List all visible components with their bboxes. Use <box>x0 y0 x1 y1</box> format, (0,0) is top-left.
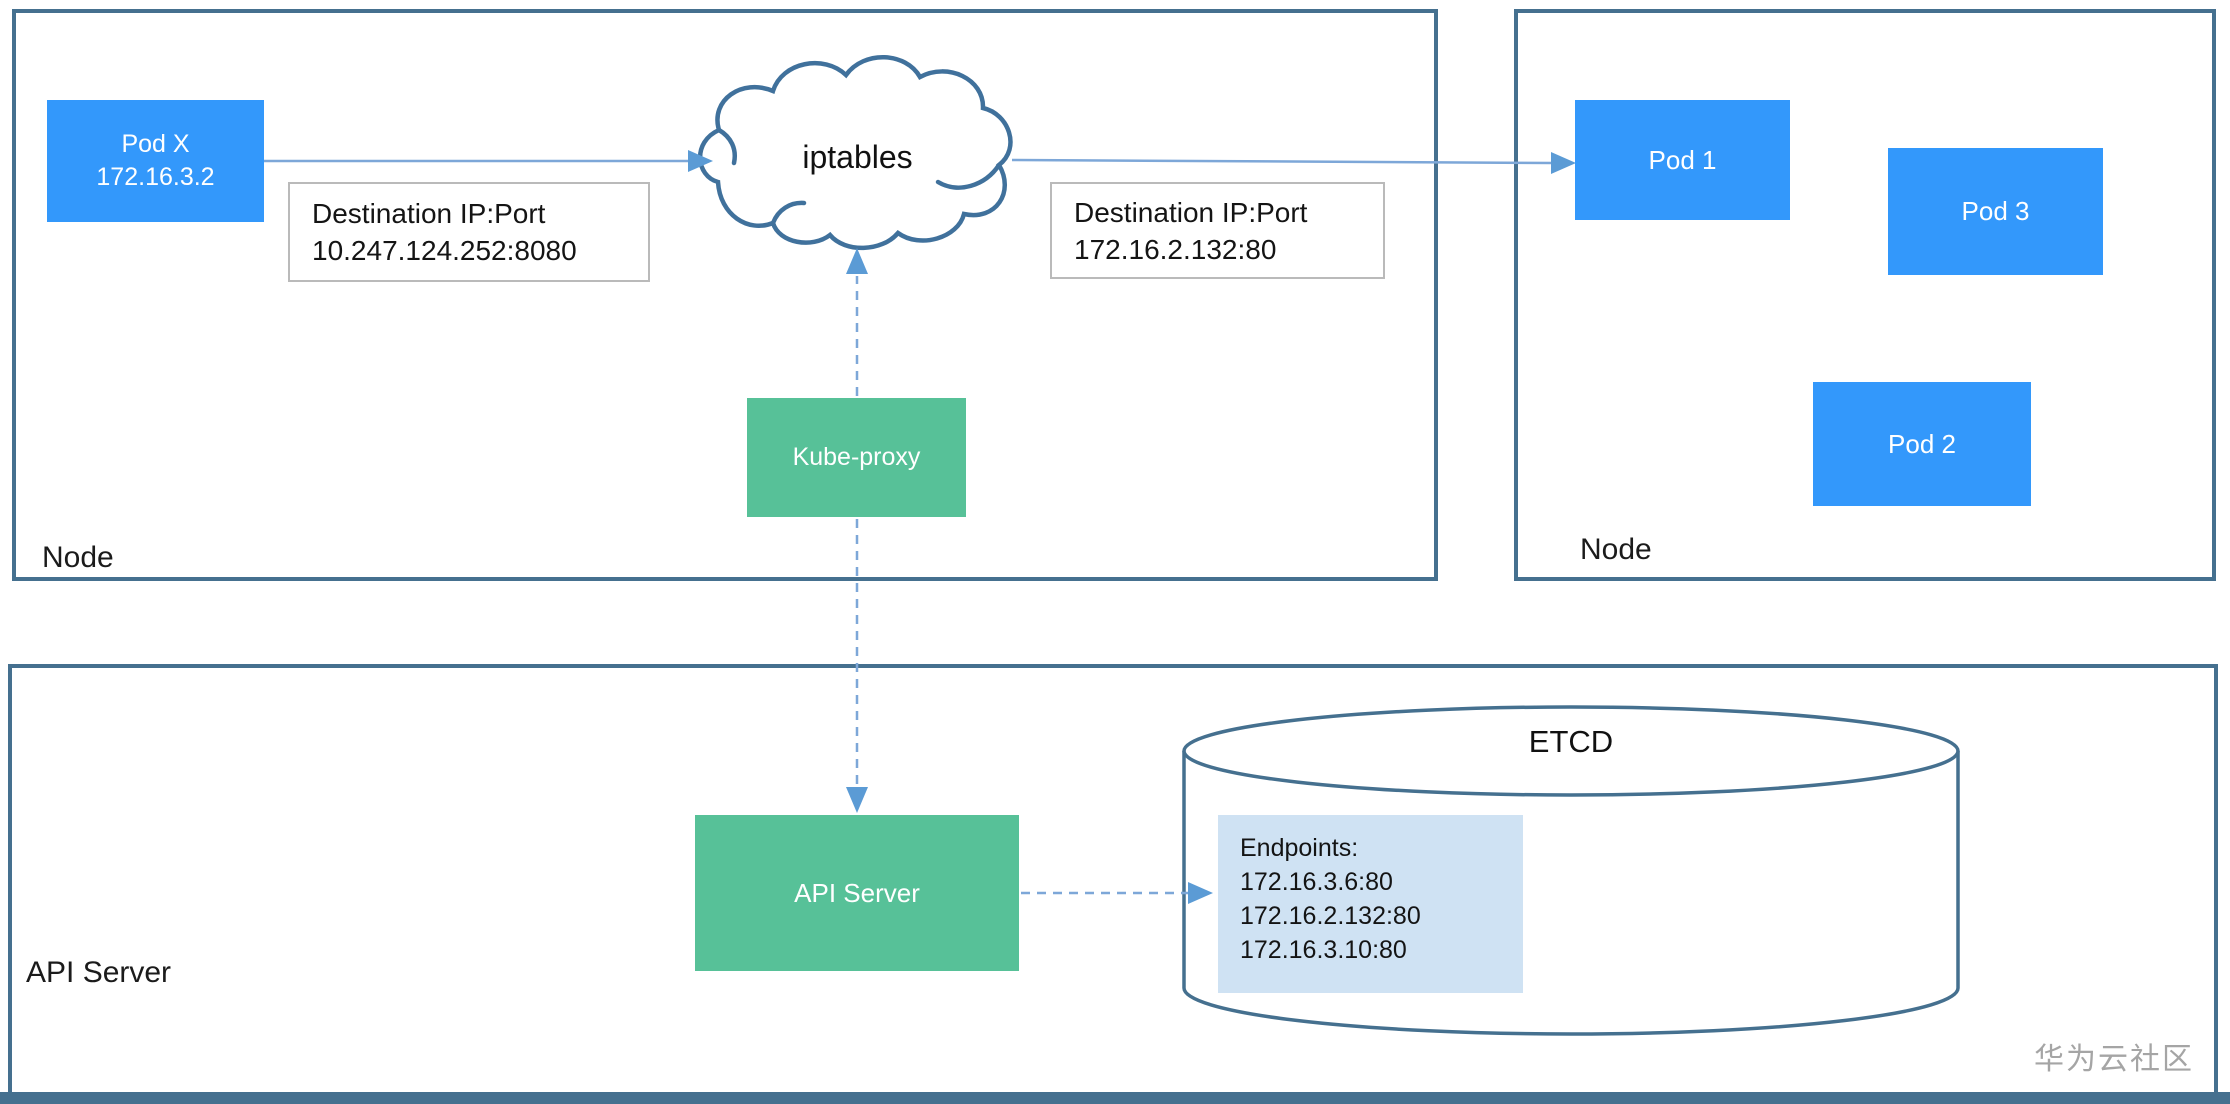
bottom-border-bar <box>0 1092 2230 1104</box>
endpoints-box: Endpoints: 172.16.3.6:80 172.16.2.132:80… <box>1218 815 1523 993</box>
pod-2-box: Pod 2 <box>1813 382 2031 506</box>
pod-x-name: Pod X <box>121 130 190 158</box>
kube-proxy-box: Kube-proxy <box>747 398 966 517</box>
iptables-label: iptables <box>802 139 913 175</box>
endpoint-item: 172.16.3.10:80 <box>1240 936 1407 964</box>
etcd-title: ETCD <box>1528 724 1614 759</box>
watermark-text: 华为云社区 <box>2034 1043 2194 1076</box>
pod-x-ip: 172.16.3.2 <box>96 163 215 191</box>
pod-3-box: Pod 3 <box>1888 148 2103 275</box>
api-server-container: API Server <box>8 664 2218 1092</box>
endpoint-item: 172.16.3.6:80 <box>1240 868 1393 896</box>
left-node-label: Node <box>42 541 114 574</box>
destination-label-2-line1: Destination IP:Port <box>1074 196 1308 228</box>
right-node-container: Node <box>1514 9 2216 581</box>
destination-label-pod-ip: Destination IP:Port 172.16.2.132:80 <box>1050 182 1385 279</box>
api-server-box: API Server <box>695 815 1019 971</box>
pod-1-box: Pod 1 <box>1575 100 1790 220</box>
endpoints-title: Endpoints: <box>1240 834 1359 862</box>
endpoint-item: 172.16.2.132:80 <box>1240 902 1421 930</box>
destination-label-2-line2: 172.16.2.132:80 <box>1074 233 1277 265</box>
destination-label-1-line2: 10.247.124.252:8080 <box>312 235 577 266</box>
destination-label-cluster-ip: Destination IP:Port 10.247.124.252:8080 <box>288 182 650 282</box>
left-node-container: Node <box>12 9 1438 581</box>
api-server-section-label: API Server <box>26 956 172 989</box>
pod-x-box: Pod X 172.16.3.2 <box>47 100 264 222</box>
destination-label-1-line1: Destination IP:Port <box>312 198 546 229</box>
right-node-label: Node <box>1580 533 1652 566</box>
